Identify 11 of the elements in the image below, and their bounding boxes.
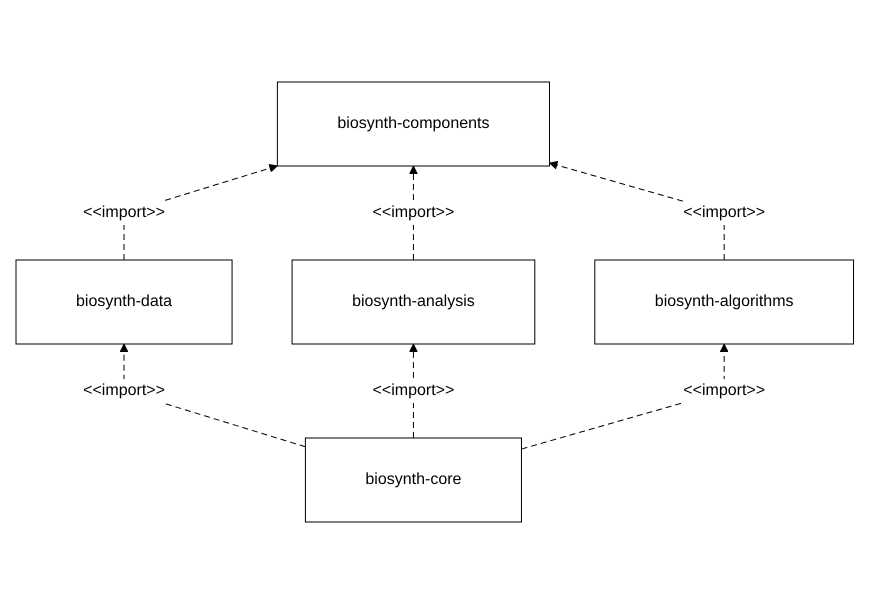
edge-label: <<import>> (82, 382, 165, 398)
node-box: biosynth-core (304, 437, 522, 522)
edge-label: <<import>> (372, 382, 454, 398)
edge-label: <<import>> (682, 204, 765, 220)
node-box: biosynth-data (15, 259, 232, 344)
edge-label: <<import>> (82, 204, 165, 220)
node-box: biosynth-algorithms (594, 259, 854, 344)
edge-label: <<import>> (372, 204, 454, 220)
edge-label: <<import>> (682, 382, 765, 398)
node-box: biosynth-components (276, 81, 550, 166)
node-box: biosynth-analysis (291, 259, 536, 344)
